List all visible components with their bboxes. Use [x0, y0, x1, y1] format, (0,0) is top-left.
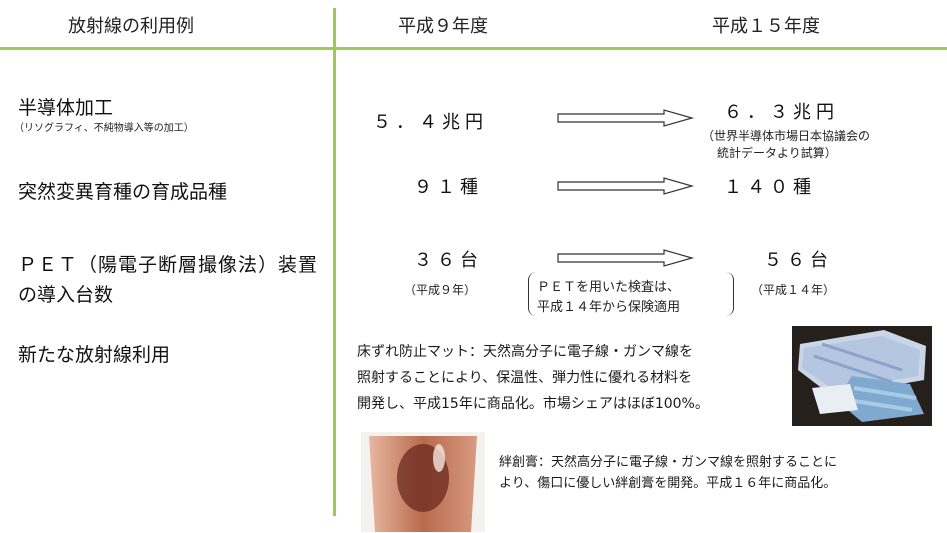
breeding-value-h15: １４０種: [724, 177, 816, 198]
pet-insurance-line2: 平成１４年から保険適用: [537, 300, 681, 315]
row-semiconductor-sublabel: （リソグラフィ、不純物導入等の加工）: [14, 123, 194, 134]
semiconductor-arrow-icon: [557, 109, 695, 127]
semiconductor-note-line2: 統計データより試算）: [717, 146, 837, 160]
plaster-photo: [361, 432, 485, 532]
plaster-desc-line2: より、傷口に優しい絆創膏を開発。平成１６年に商品化。: [499, 476, 837, 491]
semiconductor-value-h9: ５．４兆円: [373, 112, 488, 133]
row-new-uses-label: 新たな放射線利用: [18, 344, 171, 366]
semiconductor-value-h15: ６．３兆円: [724, 102, 839, 123]
pet-insurance-line1: ＰＥＴを用いた検査は、: [537, 280, 681, 295]
column-divider: [333, 8, 336, 516]
header-usage-examples: 放射線の利用例: [68, 16, 194, 37]
pet-year-h15: （平成１４年）: [751, 283, 836, 297]
pet-value-h9: ３６台: [414, 250, 483, 271]
mat-photo: [792, 326, 932, 426]
mat-desc-line2: 照射することにより、保温性、弾力性に優れる材料を: [357, 370, 693, 386]
breeding-value-h9: ９１種: [414, 177, 483, 198]
plaster-desc-line1: 絆創膏：天然高分子に電子線・ガンマ線を照射することに: [499, 455, 838, 470]
mat-desc-line1: 床ずれ防止マット：天然高分子に電子線・ガンマ線を: [357, 344, 693, 360]
pet-arrow-icon: [557, 249, 695, 267]
row-pet-label-line2: の導入台数: [18, 284, 114, 306]
row-semiconductor-label: 半導体加工: [18, 97, 114, 119]
header-divider: [0, 47, 947, 50]
row-pet-label-line1: ＰＥＴ（陽電子断層撮像法）装置: [18, 254, 319, 276]
semiconductor-note-line1: （世界半導体市場日本協議会の: [702, 129, 871, 143]
pet-value-h15: ５６台: [764, 250, 833, 271]
mat-desc-line3: 開発し、平成15年に商品化。市場シェアはほぼ100%。: [357, 396, 709, 412]
row-breeding-label: 突然変異育種の育成品種: [18, 181, 228, 203]
pet-year-h9: （平成９年）: [404, 283, 477, 297]
header-h9: 平成９年度: [398, 16, 488, 37]
breeding-arrow-icon: [557, 177, 695, 195]
pet-insurance-bracket: [528, 272, 734, 316]
header-h15: 平成１５年度: [712, 16, 820, 37]
